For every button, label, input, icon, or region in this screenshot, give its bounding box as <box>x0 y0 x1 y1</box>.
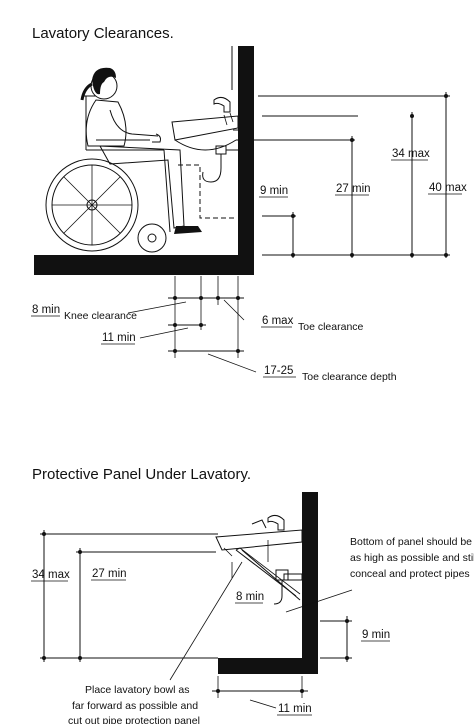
wheelchair-user-figure <box>45 67 202 253</box>
svg-text:as high as possible and still: as high as possible and still <box>350 552 474 564</box>
dim-8-min: 8 min <box>32 304 60 316</box>
dim-9-min-toe: 9 min <box>260 185 288 197</box>
toe-clearance-label: Toe clearance <box>298 321 364 333</box>
knee-clearance-line <box>178 164 236 219</box>
dim2-11-min: 11 min <box>278 703 312 715</box>
lavatory-2 <box>215 514 353 613</box>
horizontal-dimensions-1 <box>127 276 257 373</box>
dim-27-min: 27 min <box>336 183 371 195</box>
knee-clearance-label: Knee clearance <box>64 310 137 322</box>
svg-text:cut out pipe protection panel: cut out pipe protection panel <box>68 715 200 724</box>
floor-wall-1 <box>34 46 254 275</box>
section1-title: Lavatory Clearances. <box>32 25 174 42</box>
svg-text:conceal and protect pipes: conceal and protect pipes <box>350 568 470 580</box>
dim-17-25: 17-25 <box>264 365 293 377</box>
svg-text:far forward as possible and: far forward as possible and <box>72 700 198 712</box>
note-bowl-placement: Place lavatory bowl as far forward as po… <box>68 684 200 724</box>
dim-6-max: 6 max <box>262 315 294 327</box>
lavatory-1 <box>171 96 239 183</box>
svg-text:Bottom of panel should be: Bottom of panel should be <box>350 536 472 548</box>
dim-40-max: 40 max <box>429 182 467 194</box>
vertical-dimensions-2 <box>40 530 352 662</box>
dim2-27-min: 27 min <box>92 568 127 580</box>
note-panel-height: Bottom of panel should be as high as pos… <box>350 536 474 580</box>
vertical-dimensions-1 <box>236 92 450 258</box>
svg-text:Place lavatory bowl as: Place lavatory bowl as <box>85 684 189 696</box>
horizontal-dimensions-2 <box>169 561 308 709</box>
toe-clearance-depth-label: Toe clearance depth <box>302 371 397 383</box>
dim-11-min: 11 min <box>102 332 136 344</box>
section2-title: Protective Panel Under Lavatory. <box>32 466 251 483</box>
dim2-8-min: 8 min <box>236 591 264 603</box>
dim2-9-min: 9 min <box>362 629 390 641</box>
dim2-34-max: 34 max <box>32 569 70 581</box>
floor-wall-2 <box>218 492 318 674</box>
dim-34-max: 34 max <box>392 148 430 160</box>
